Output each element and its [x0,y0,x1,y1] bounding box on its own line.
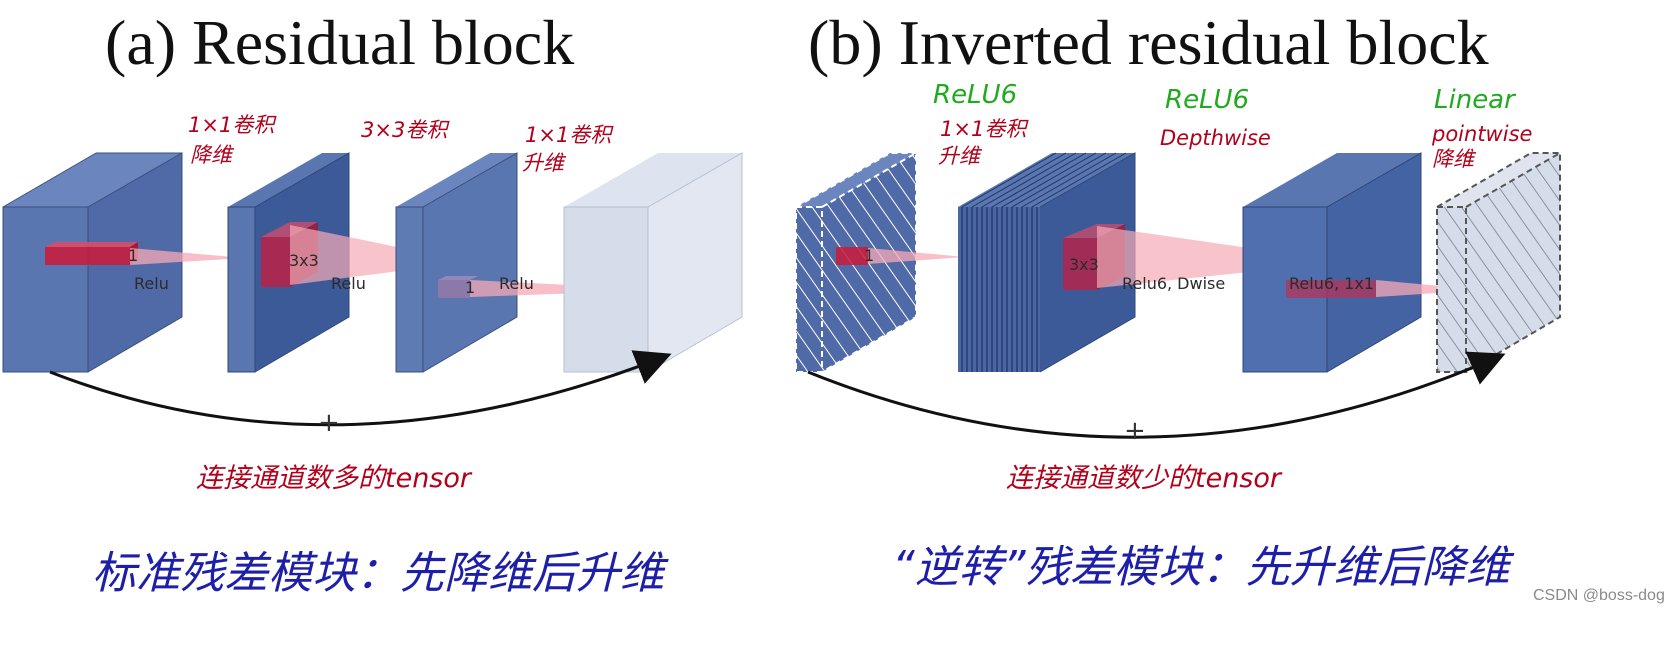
block-b2 [958,152,1345,373]
relu-1x1-label: Relu6, 1x1 [1289,274,1374,293]
relu-label-1: Relu [134,274,169,293]
relu-dwise-label: Relu6, Dwise [1122,274,1225,293]
note-conv1-a: 1×1卷积 [188,113,277,137]
note-conv1-sub-a: 降维 [190,143,235,167]
activation-relu6-2: ReLU6 [1165,85,1249,115]
note-pointwise: pointwise [1431,122,1532,146]
block-a1 [2,152,245,373]
block-a3 [395,152,667,373]
skip-connection-arrow-a [49,350,672,427]
caption-b: 连接通道数少的tensor [1006,463,1283,494]
caption-a: 连接通道数多的tensor [196,463,473,494]
panel-a-title: (a) Residual block [105,7,574,78]
block-b3 [1242,152,1484,373]
watermark: CSDN @boss-dog [1533,587,1665,604]
skip-connection-arrow-b [807,351,1506,439]
kernel-1x1-label-a: 1 [128,246,138,265]
relu-label-2: Relu [331,274,366,293]
activation-linear: Linear [1434,85,1517,115]
note-pointwise-sub: 降维 [1432,147,1477,171]
summary-a: 标准残差模块：先降维后升维 [92,548,669,599]
kernel-1x1-label-b: 1 [465,278,475,297]
kernel-3x3-label-a: 3x3 [289,251,319,270]
relu-label-3: Relu [499,274,534,293]
activation-relu6-1: ReLU6 [933,80,1017,110]
panel-a: Relu 1 3x3 Relu 1 Relu [2,113,743,599]
kernel-3x3-label-b: 3x3 [1069,255,1099,274]
note-conv1-sub-b: 升维 [938,144,983,168]
note-depthwise: Depthwise [1160,126,1271,150]
block-a4 [563,152,743,373]
kernel-1x1-label-b1: 1 [864,246,874,265]
note-conv3-sub-a: 升维 [522,151,567,175]
plus-sign-b: + [1124,416,1146,446]
block-b1 [795,151,965,373]
panel-b-title: (b) Inverted residual block [808,7,1489,78]
panel-b: 1 [795,80,1561,593]
block-a2 [227,152,470,373]
block-b4 [1436,151,1561,373]
plus-sign-a: + [318,408,340,438]
summary-b: “逆转”残差模块：先升维后降维 [892,542,1515,593]
note-conv1-b: 1×1卷积 [940,117,1029,141]
note-conv3-a: 1×1卷积 [525,123,614,147]
note-conv2-a: 3×3卷积 [361,118,450,142]
